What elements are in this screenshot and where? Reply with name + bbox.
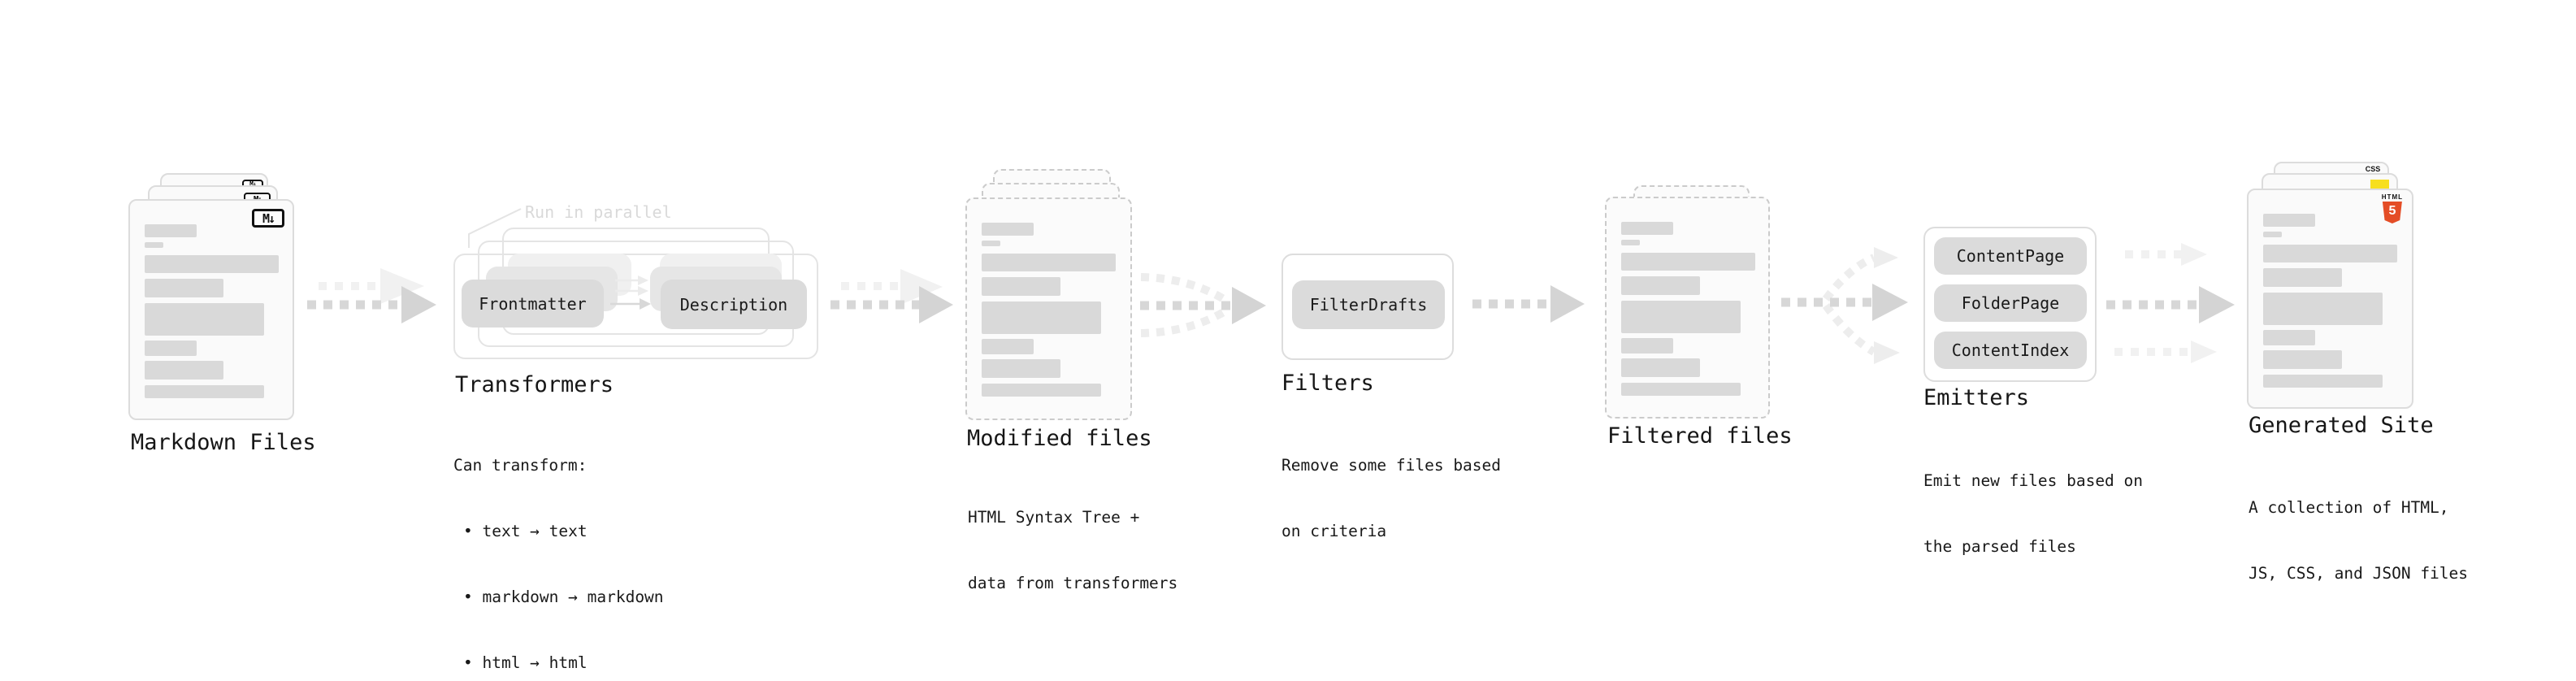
transformer-layer-front — [453, 254, 818, 359]
doc-line — [145, 303, 264, 336]
pill-filterdrafts: FilterDrafts — [1292, 280, 1445, 329]
desc-line: • markdown → markdown — [463, 588, 664, 606]
doc-line — [2263, 293, 2383, 325]
desc-line: HTML Syntax Tree + — [968, 508, 1140, 527]
doc-line — [145, 255, 279, 273]
pill-contentindex: ContentIndex — [1934, 332, 2087, 369]
stage-title: Filtered files — [1607, 423, 1793, 449]
doc-line — [145, 340, 197, 356]
stage-title: Markdown Files — [131, 430, 316, 455]
desc-line: JS, CSS, and JSON files — [2249, 564, 2469, 583]
doc-line — [1621, 240, 1640, 245]
html5-label: HTML — [2381, 193, 2403, 201]
stage-description: A collection of HTML, JS, CSS, and JSON … — [2249, 453, 2468, 628]
doc-line — [1621, 222, 1673, 235]
stage-title: Modified files — [967, 426, 1152, 451]
doc-line — [145, 361, 223, 380]
css-label: CSS — [2365, 165, 2381, 173]
doc-line — [982, 223, 1034, 236]
stage-description: Can transform: • text → text • markdown … — [453, 410, 664, 681]
html5-icon: HTML 5 — [2382, 193, 2403, 223]
flow-arrow-modified-to-filters — [1140, 273, 1266, 337]
stage-title: Filters — [1281, 371, 1374, 396]
js-icon — [2370, 180, 2389, 189]
doc-line — [2263, 375, 2383, 388]
annotation-run-in-parallel: Run in parallel — [525, 202, 672, 222]
flow-arrow-emitters-to-generated — [2106, 243, 2235, 363]
doc-line — [145, 385, 264, 398]
markdown-icon: M↓ — [252, 209, 284, 228]
desc-line: Emit new files based on — [1923, 471, 2144, 490]
flow-arrow-transformers-to-modified — [830, 269, 953, 323]
flow-arrow-filtered-to-emitters — [1781, 247, 1908, 364]
doc-line — [145, 279, 223, 297]
doc-line — [1621, 338, 1673, 354]
doc-line — [2263, 245, 2397, 262]
stage-description: Remove some files based on criteria — [1281, 410, 1501, 586]
file-card: M↓ — [128, 199, 294, 420]
stage-title: Transformers — [455, 372, 614, 397]
html5-number: 5 — [2388, 204, 2396, 218]
stage-title: Emitters — [1923, 385, 2030, 410]
doc-line — [1621, 358, 1700, 377]
flow-arrow-filters-to-filtered — [1472, 285, 1585, 323]
doc-line — [982, 277, 1060, 296]
desc-line: the parsed files — [1923, 537, 2076, 556]
pill-description: Description — [661, 280, 807, 329]
desc-line: Remove some files based — [1281, 456, 1502, 475]
desc-line: data from transformers — [968, 574, 1178, 592]
doc-line — [145, 242, 163, 248]
file-card — [965, 197, 1132, 420]
doc-line — [2263, 232, 2282, 237]
file-card: HTML 5 — [2247, 189, 2413, 409]
doc-line — [145, 224, 197, 237]
flow-arrow-markdown-to-transformers — [307, 268, 436, 323]
desc-line: Can transform: — [453, 456, 588, 475]
file-card — [1605, 197, 1770, 419]
doc-line — [1621, 383, 1741, 396]
doc-line — [982, 384, 1101, 397]
doc-line — [2263, 330, 2315, 345]
desc-line: • text → text — [463, 522, 588, 540]
doc-line — [982, 254, 1116, 271]
doc-line — [2263, 214, 2315, 227]
stage-description: HTML Syntax Tree + data from transformer… — [968, 462, 1177, 638]
desc-line: A collection of HTML, — [2249, 498, 2449, 517]
pill-contentpage: ContentPage — [1934, 237, 2087, 275]
doc-line — [2263, 350, 2342, 369]
doc-line — [982, 359, 1060, 378]
desc-line: • html → html — [463, 653, 588, 672]
doc-line — [1621, 253, 1755, 271]
doc-line — [1621, 301, 1741, 333]
pill-frontmatter: Frontmatter — [462, 280, 604, 327]
doc-line — [982, 301, 1101, 334]
doc-line — [982, 339, 1034, 354]
desc-line: on criteria — [1281, 522, 1387, 540]
html5-shield: 5 — [2382, 202, 2402, 223]
stage-description: Emit new files based on the parsed files — [1923, 426, 2143, 601]
doc-line — [1621, 276, 1700, 295]
doc-line — [982, 241, 1000, 246]
doc-line — [2263, 268, 2342, 287]
stage-title: Generated Site — [2249, 413, 2434, 438]
pill-folderpage: FolderPage — [1934, 284, 2087, 322]
